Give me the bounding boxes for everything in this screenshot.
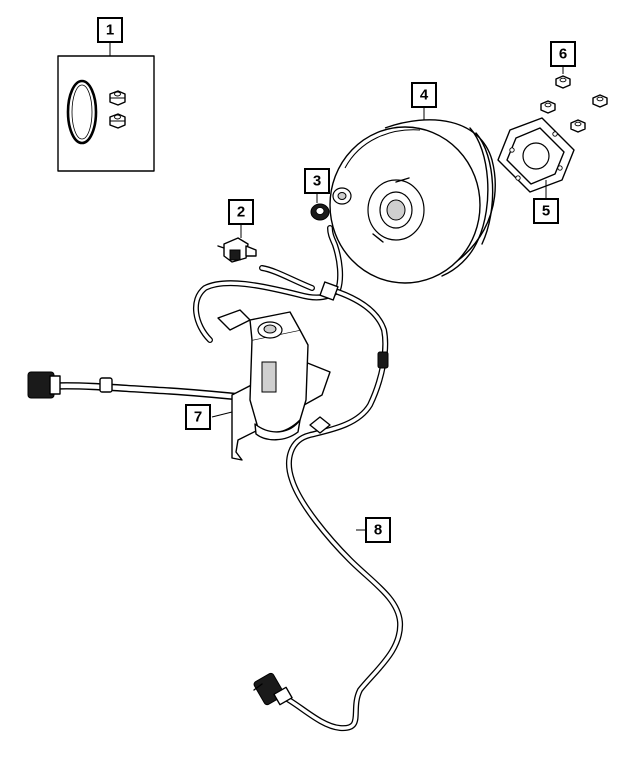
vacuum-hose-icon: [192, 225, 404, 732]
callout-label-3: 3: [313, 173, 321, 190]
booster-gasket-icon: [497, 117, 575, 199]
callout-label-8: 8: [374, 522, 382, 539]
callout-1: 1: [97, 17, 123, 43]
callout-label-5: 5: [542, 203, 550, 220]
callout-8: 8: [365, 517, 391, 543]
vacuum-pump-icon: [27, 309, 331, 461]
callout-2: 2: [228, 199, 254, 225]
vacuum-sensor-icon: [217, 224, 257, 263]
callout-6: 6: [550, 41, 576, 67]
callout-4: 4: [411, 82, 437, 108]
callout-3: 3: [304, 168, 330, 194]
brake-booster-icon: [329, 107, 496, 284]
callout-label-2: 2: [237, 204, 245, 221]
callout-7: 7: [185, 404, 211, 430]
callout-label-6: 6: [559, 46, 567, 63]
grommet-icon: [310, 193, 330, 221]
callout-label-4: 4: [420, 87, 429, 104]
callout-5: 5: [533, 198, 559, 224]
callout-label-1: 1: [106, 22, 114, 39]
callout-label-7: 7: [194, 409, 202, 426]
hex-nut-icon: [540, 66, 608, 133]
seal-ring-and-nuts-kit-icon: [57, 42, 155, 172]
